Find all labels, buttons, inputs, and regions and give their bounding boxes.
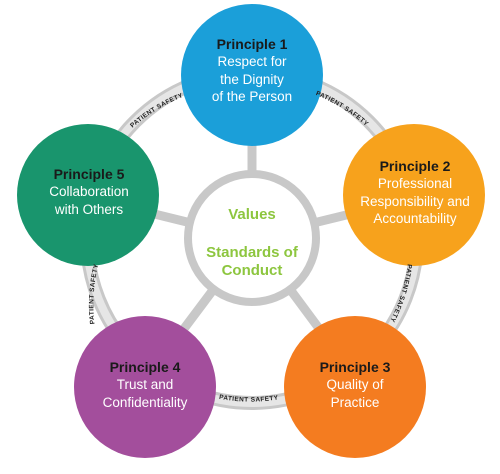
principle-5-body: Collaboration with Others [49,184,129,217]
center-standards: Standards of Conduct [206,244,298,279]
principle-3-title: Principle 3 [319,359,391,375]
principle-1-title: Principle 1 [216,36,288,52]
principle-2-body: Professional Responsibility and Accounta… [360,176,470,227]
ring-label-4: PATIENT SAFETY [88,263,100,325]
principle-4-title: Principle 4 [109,359,181,375]
principle-1-label: Principle 1 Respect for the Dignity of t… [182,35,322,106]
principle-5-title: Principle 5 [53,166,125,182]
principle-3-label: Principle 3 Quality of Practice [288,358,422,411]
principle-4-label: Principle 4 Trust and Confidentiality [76,358,214,411]
principle-2-circle [343,124,485,266]
principle-5-circle [17,124,159,266]
principle-4-body: Trust and Confidentiality [102,377,188,410]
principle-3-circle [284,316,426,458]
principle-2-label: Principle 2 Professional Responsibility … [341,157,489,228]
principle-1-circle [181,4,323,146]
center-values: Values [228,206,276,223]
principle-5-label: Principle 5 Collaboration with Others [20,165,158,218]
center-circle [184,170,320,306]
principle-3-body: Quality of Practice [326,377,384,410]
principle-4-circle [74,316,216,458]
ring-label-3: PATIENT SAFETY [219,394,280,404]
principle-2-title: Principle 2 [379,158,451,174]
principle-1-body: Respect for the Dignity of the Person [211,54,293,105]
